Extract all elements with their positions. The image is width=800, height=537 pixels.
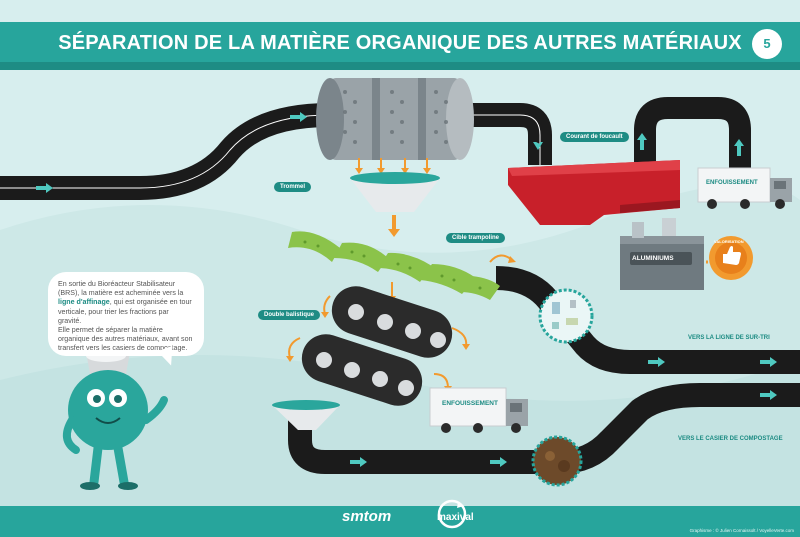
ballistic-separator-lower [301, 334, 423, 406]
speech-paragraph-2: Elle permet de séparer la matière organi… [58, 326, 193, 353]
maxival-logo: maxival [437, 512, 474, 523]
speech-text-after: , qui est organisée en tour verticale, p… [58, 298, 192, 325]
footer-bar [0, 506, 800, 537]
aluminium-bin [620, 218, 704, 290]
conveyor-road-bottom [288, 383, 800, 474]
valorisation-text: VALORISATION [714, 239, 744, 244]
graphic-credit: Graphisme : © Julien Cornaissolt / Voyel… [689, 528, 794, 533]
label-double-ballistic: Double balistique [258, 310, 321, 320]
sorted-waste-magnifier [538, 288, 594, 344]
valorisation-badge [709, 236, 753, 280]
page-number-badge: 5 [752, 29, 782, 59]
conveyor-road-middle [495, 266, 800, 374]
trommel-drop-arrows [355, 158, 431, 174]
ballistic-separator-upper [331, 286, 453, 358]
page-title: SÉPARATION DE LA MATIÈRE ORGANIQUE DES A… [58, 32, 742, 54]
label-trampoline: Cible trampoline [446, 233, 506, 243]
destination-compost: VERS LE CASIER DE COMPOSTAGE [678, 436, 783, 442]
eddy-current-separator [508, 160, 680, 225]
maxival-logo-icon [437, 499, 467, 529]
lower-hopper [272, 400, 340, 430]
truck-label-bottom: ENFOUISSEMENT [442, 400, 498, 407]
conveyor-road-top [0, 103, 552, 200]
label-eddy-current-text: Courant de foucault [566, 134, 623, 140]
compost-magnifier [531, 435, 583, 487]
truck-label-top: ENFOUISSEMENT [706, 180, 758, 186]
label-eddy-current: Courant de foucault [560, 132, 629, 142]
speech-paragraph-1: En sortie du Bioréacteur Stabilisateur (… [58, 280, 194, 326]
trommel-drum [316, 78, 474, 160]
destination-sorting-line: VERS LA LIGNE DE SUR-TRI [688, 335, 770, 341]
road-direction-arrows [36, 112, 777, 467]
aluminium-sign: ALUMINIUMS [632, 255, 674, 262]
label-trommel: Trommel [274, 182, 312, 192]
label-trampoline-text: Cible trampoline [452, 235, 500, 241]
speech-highlight: ligne d'affinage [58, 298, 110, 307]
smtom-logo: smtom [342, 508, 392, 525]
trampoline-screens [288, 231, 500, 300]
mascot-character [62, 344, 168, 490]
trommel-hopper [350, 172, 440, 237]
conveyor-road-right-loop [634, 97, 751, 170]
speech-bubble: En sortie du Bioréacteur Stabilisateur (… [48, 272, 204, 356]
landfill-truck-bottom [429, 387, 528, 433]
header-band [0, 62, 800, 70]
landfill-truck-top [697, 167, 792, 209]
header-banner: SÉPARATION DE LA MATIÈRE ORGANIQUE DES A… [0, 22, 800, 70]
label-trommel-text: Trommel [280, 184, 306, 190]
speech-text-before: En sortie du Bioréacteur Stabilisateur (… [58, 280, 184, 298]
label-double-ballistic-text: Double balistique [264, 312, 315, 318]
